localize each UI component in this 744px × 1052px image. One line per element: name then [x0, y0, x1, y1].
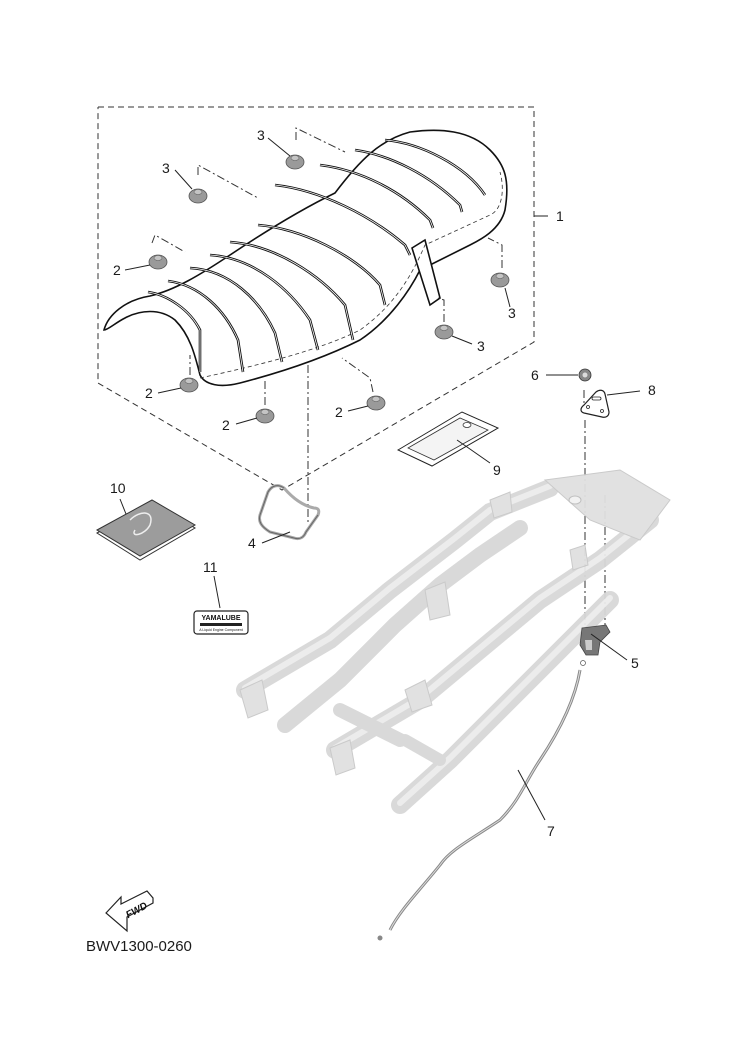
- forward-arrow: FWD: [105, 890, 154, 933]
- callout-4: 4: [248, 535, 256, 551]
- grommet-2d: [366, 395, 386, 411]
- callout-1: 1: [556, 208, 564, 224]
- yamalube-label: YAMALUBE A Liquid Engine Component: [193, 610, 249, 635]
- callout-6: 6: [531, 367, 539, 383]
- callout-10: 10: [110, 480, 126, 496]
- owners-manual: [95, 499, 197, 561]
- callout-8: 8: [648, 382, 656, 398]
- callout-numbers: 1 2 2 2 2 3 3 3 3 4 5 6 7 8 9 10 11: [110, 127, 656, 839]
- grommet-2b: [179, 377, 199, 393]
- callout-2: 2: [113, 262, 121, 278]
- callout-3: 3: [162, 160, 170, 176]
- grommet-3b: [188, 188, 208, 204]
- callout-5: 5: [631, 655, 639, 671]
- callout-2: 2: [335, 404, 343, 420]
- grommet-2c: [255, 408, 275, 424]
- pad: [396, 411, 500, 467]
- cable: [377, 660, 586, 941]
- grommet-3a: [285, 154, 305, 170]
- callout-3: 3: [257, 127, 265, 143]
- callout-9: 9: [493, 462, 501, 478]
- grommet-2a: [148, 254, 168, 270]
- grommet-3d: [434, 324, 454, 340]
- diagram-code: BWV1300-0260: [86, 938, 192, 955]
- seat-lock: [579, 624, 611, 656]
- label-tagline: A Liquid Engine Component: [199, 628, 242, 632]
- label-brand: YAMALUBE: [201, 615, 240, 622]
- grommet-3c: [490, 272, 510, 288]
- seat-assembly-boundary: [97, 106, 548, 491]
- callout-2: 2: [222, 417, 230, 433]
- callout-3: 3: [508, 305, 516, 321]
- callout-3: 3: [477, 338, 485, 354]
- frame-illustration: [236, 469, 671, 814]
- callout-11: 11: [203, 559, 218, 575]
- callout-2: 2: [145, 385, 153, 401]
- callout-7: 7: [547, 823, 555, 839]
- bracket: [580, 389, 610, 418]
- nut: [578, 368, 592, 382]
- damper-grommets: [148, 154, 510, 424]
- leader-lines: [119, 137, 641, 821]
- seat-illustration: [102, 129, 508, 387]
